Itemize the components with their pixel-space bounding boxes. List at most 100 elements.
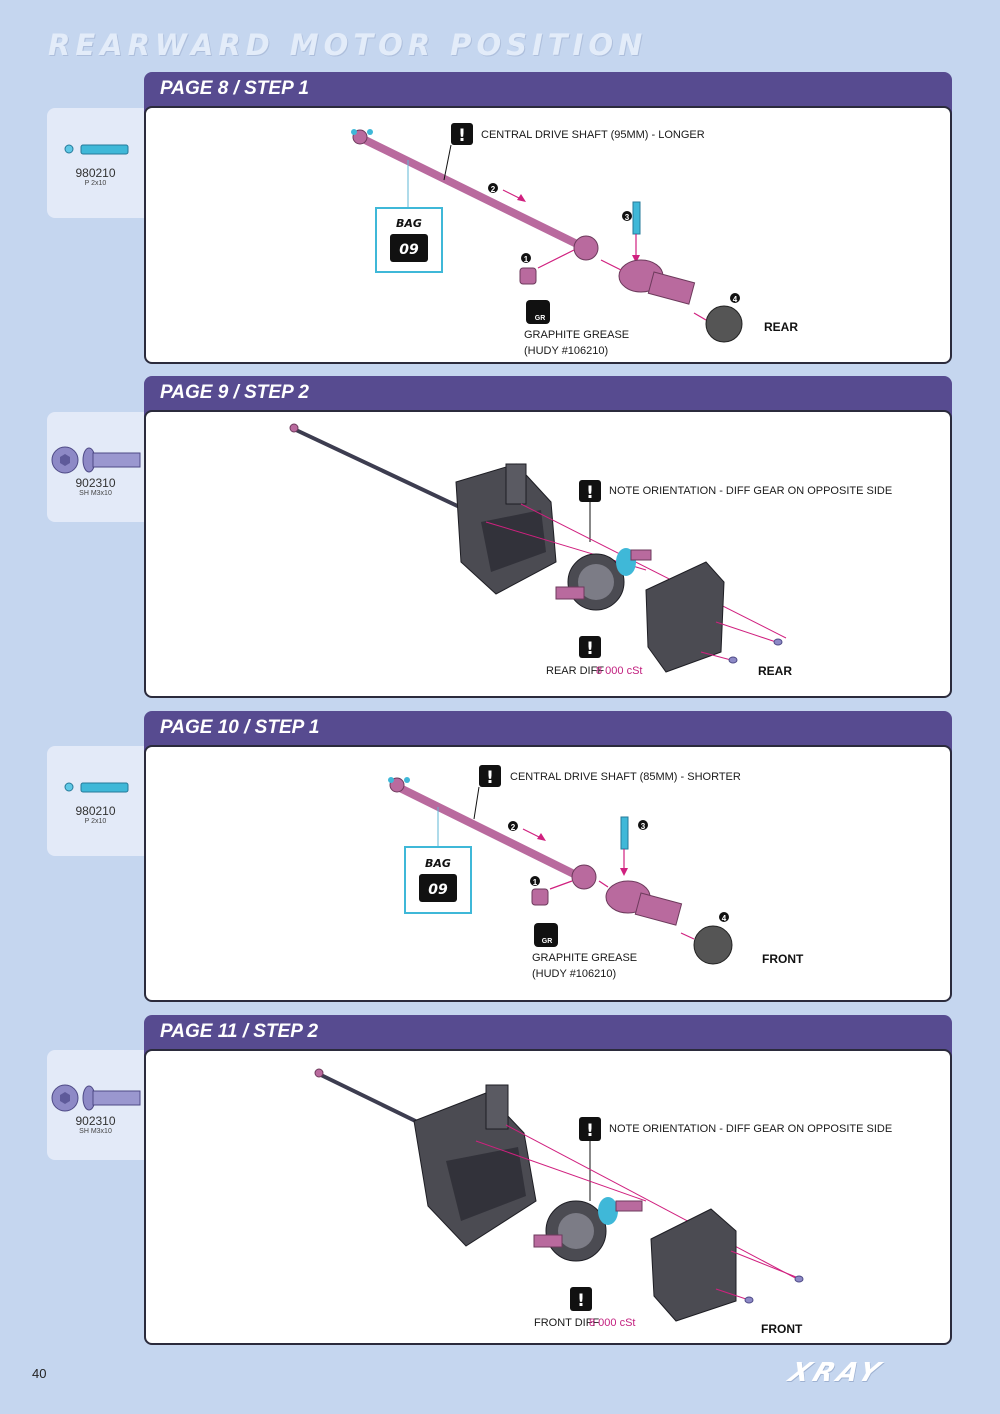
part-box: 902310 SH M3x10: [47, 1050, 144, 1160]
note-text: NOTE ORIENTATION - DIFF GEAR ON OPPOSITE…: [609, 1123, 892, 1135]
drive-shaft-diagram: BAG 09 ! CENTRAL DRIVE SHAFT (95MM) - LO…: [351, 123, 798, 357]
screw: [744, 1296, 754, 1304]
svg-text:!: !: [586, 639, 594, 659]
part-box: 980210 P 2x10: [47, 108, 144, 218]
section-panel: ! NOTE ORIENTATION - DIFF GEAR ON OPPOSI…: [144, 410, 952, 698]
step-number-1: [521, 253, 531, 263]
section-title: PAGE 11 / STEP 2: [160, 1021, 319, 1042]
bag-number: 09: [399, 242, 419, 258]
svg-text:4: 4: [722, 914, 727, 923]
step-number-1: [530, 876, 540, 886]
section-title: PAGE 9 / STEP 2: [160, 382, 309, 403]
note-text: CENTRAL DRIVE SHAFT (85MM) - SHORTER: [510, 771, 741, 783]
page-number: 40: [32, 1366, 47, 1381]
coupler-sleeve: [531, 888, 549, 906]
section-title: PAGE 8 / STEP 1: [160, 78, 309, 99]
svg-text:!: !: [486, 768, 494, 788]
part-code: 902310: [75, 1114, 116, 1128]
drive-shaft: [294, 428, 468, 512]
page-title: REARWARD MOTOR POSITION: [48, 28, 648, 62]
svg-text:!: !: [586, 1121, 594, 1141]
step-number-3: [622, 211, 632, 221]
shaft-cup: [571, 864, 597, 890]
pin-part: [620, 816, 629, 850]
diff-case: [645, 561, 725, 673]
drive-shaft: [394, 783, 580, 879]
screw-part-icon: [51, 446, 141, 474]
grease-icon: [534, 923, 558, 947]
grease-sublabel: (HUDY #106210): [524, 345, 608, 357]
part-code: 980210: [75, 166, 116, 180]
warning-icon: [479, 765, 501, 787]
bag-label: BAG: [425, 857, 451, 870]
bag-label: BAG: [396, 217, 422, 230]
diff-assembly-diagram: ! NOTE ORIENTATION - DIFF GEAR ON OPPOSI…: [289, 423, 892, 678]
bag-number-box: [390, 234, 428, 262]
pin-part-icon: [64, 144, 129, 155]
coupler-sleeve: [519, 267, 537, 285]
diff-case: [650, 1208, 737, 1322]
section-panel: BAG 09 ! CENTRAL DRIVE SHAFT (95MM) - LO…: [144, 106, 952, 364]
step-number-4: [730, 293, 740, 303]
part-code: 902310: [75, 476, 116, 490]
warning-icon: [579, 1117, 601, 1141]
diff-label: REAR DIFF: [546, 665, 604, 677]
drive-shaft: [357, 134, 585, 250]
step-section: PAGE 8 / STEP 1 BAG 09 ! CENTRAL DRIVE S…: [144, 72, 952, 364]
svg-text:4: 4: [733, 295, 738, 304]
step-number-2: [488, 183, 498, 193]
svg-text:2: 2: [491, 185, 496, 194]
direction-label: REAR: [758, 664, 792, 678]
bag-number-box: [419, 874, 457, 902]
section-title: PAGE 10 / STEP 1: [160, 717, 320, 738]
svg-text:GR: GR: [542, 938, 553, 945]
direction-label: FRONT: [761, 1322, 803, 1336]
part-desc: SH M3x10: [79, 490, 112, 497]
svg-text:3: 3: [625, 213, 630, 222]
note-text: CENTRAL DRIVE SHAFT (95MM) - LONGER: [481, 129, 705, 141]
svg-text:!: !: [458, 126, 466, 146]
svg-text:2: 2: [511, 823, 516, 832]
dust-cap: [705, 305, 743, 343]
pin-part-icon: [64, 782, 129, 793]
step-section: PAGE 9 / STEP 2 ! NOTE ORIENTATION - DIF…: [144, 376, 952, 698]
step-number-2: [508, 821, 518, 831]
pin-part: [632, 201, 641, 235]
diff-assembly-diagram: ! NOTE ORIENTATION - DIFF GEAR ON OPPOSI…: [314, 1068, 892, 1336]
shaft-cup: [573, 235, 599, 261]
screw: [728, 656, 738, 664]
bag-number: 09: [428, 882, 448, 898]
note-text: NOTE ORIENTATION - DIFF GEAR ON OPPOSITE…: [609, 485, 892, 497]
svg-text:!: !: [586, 483, 594, 503]
step-number-4: [719, 912, 729, 922]
warning-icon: [570, 1287, 592, 1311]
part-desc: P 2x10: [84, 180, 107, 187]
grease-icon: [526, 300, 550, 324]
part-code: 980210: [75, 804, 116, 818]
part-box: 980210 P 2x10: [47, 746, 144, 856]
svg-text:1: 1: [524, 255, 529, 264]
part-box: 902310 SH M3x10: [47, 412, 144, 522]
screw-part-icon: [51, 1084, 141, 1112]
step-number-3: [638, 820, 648, 830]
diff-label: FRONT DIFF: [534, 1317, 599, 1329]
svg-text:!: !: [577, 1291, 585, 1311]
diff-value: 8 000 cSt: [589, 1317, 635, 1329]
screw: [794, 1275, 804, 1283]
step-section: PAGE 10 / STEP 1 BAG 09 ! CENTRAL DRIVE …: [144, 711, 952, 1002]
dust-cap: [693, 925, 733, 965]
brand-logo: XRAY: [784, 1358, 888, 1388]
diff-value: 8 000 cSt: [596, 665, 642, 677]
direction-label: FRONT: [762, 952, 804, 966]
direction-label: REAR: [764, 320, 798, 334]
section-panel: BAG 09 ! CENTRAL DRIVE SHAFT (85MM) - SH…: [144, 745, 952, 1002]
drive-shaft-diagram: BAG 09 ! CENTRAL DRIVE SHAFT (85MM) - SH…: [388, 765, 804, 980]
svg-text:3: 3: [641, 822, 646, 831]
step-section: PAGE 11 / STEP 2 ! NOTE ORIENTATION - DI…: [144, 1015, 952, 1345]
section-panel: ! NOTE ORIENTATION - DIFF GEAR ON OPPOSI…: [144, 1049, 952, 1345]
grease-label: GRAPHITE GREASE: [524, 329, 629, 341]
grease-sublabel: (HUDY #106210): [532, 968, 616, 980]
warning-icon: [451, 123, 473, 145]
warning-icon: [579, 636, 601, 658]
part-desc: P 2x10: [84, 818, 107, 825]
